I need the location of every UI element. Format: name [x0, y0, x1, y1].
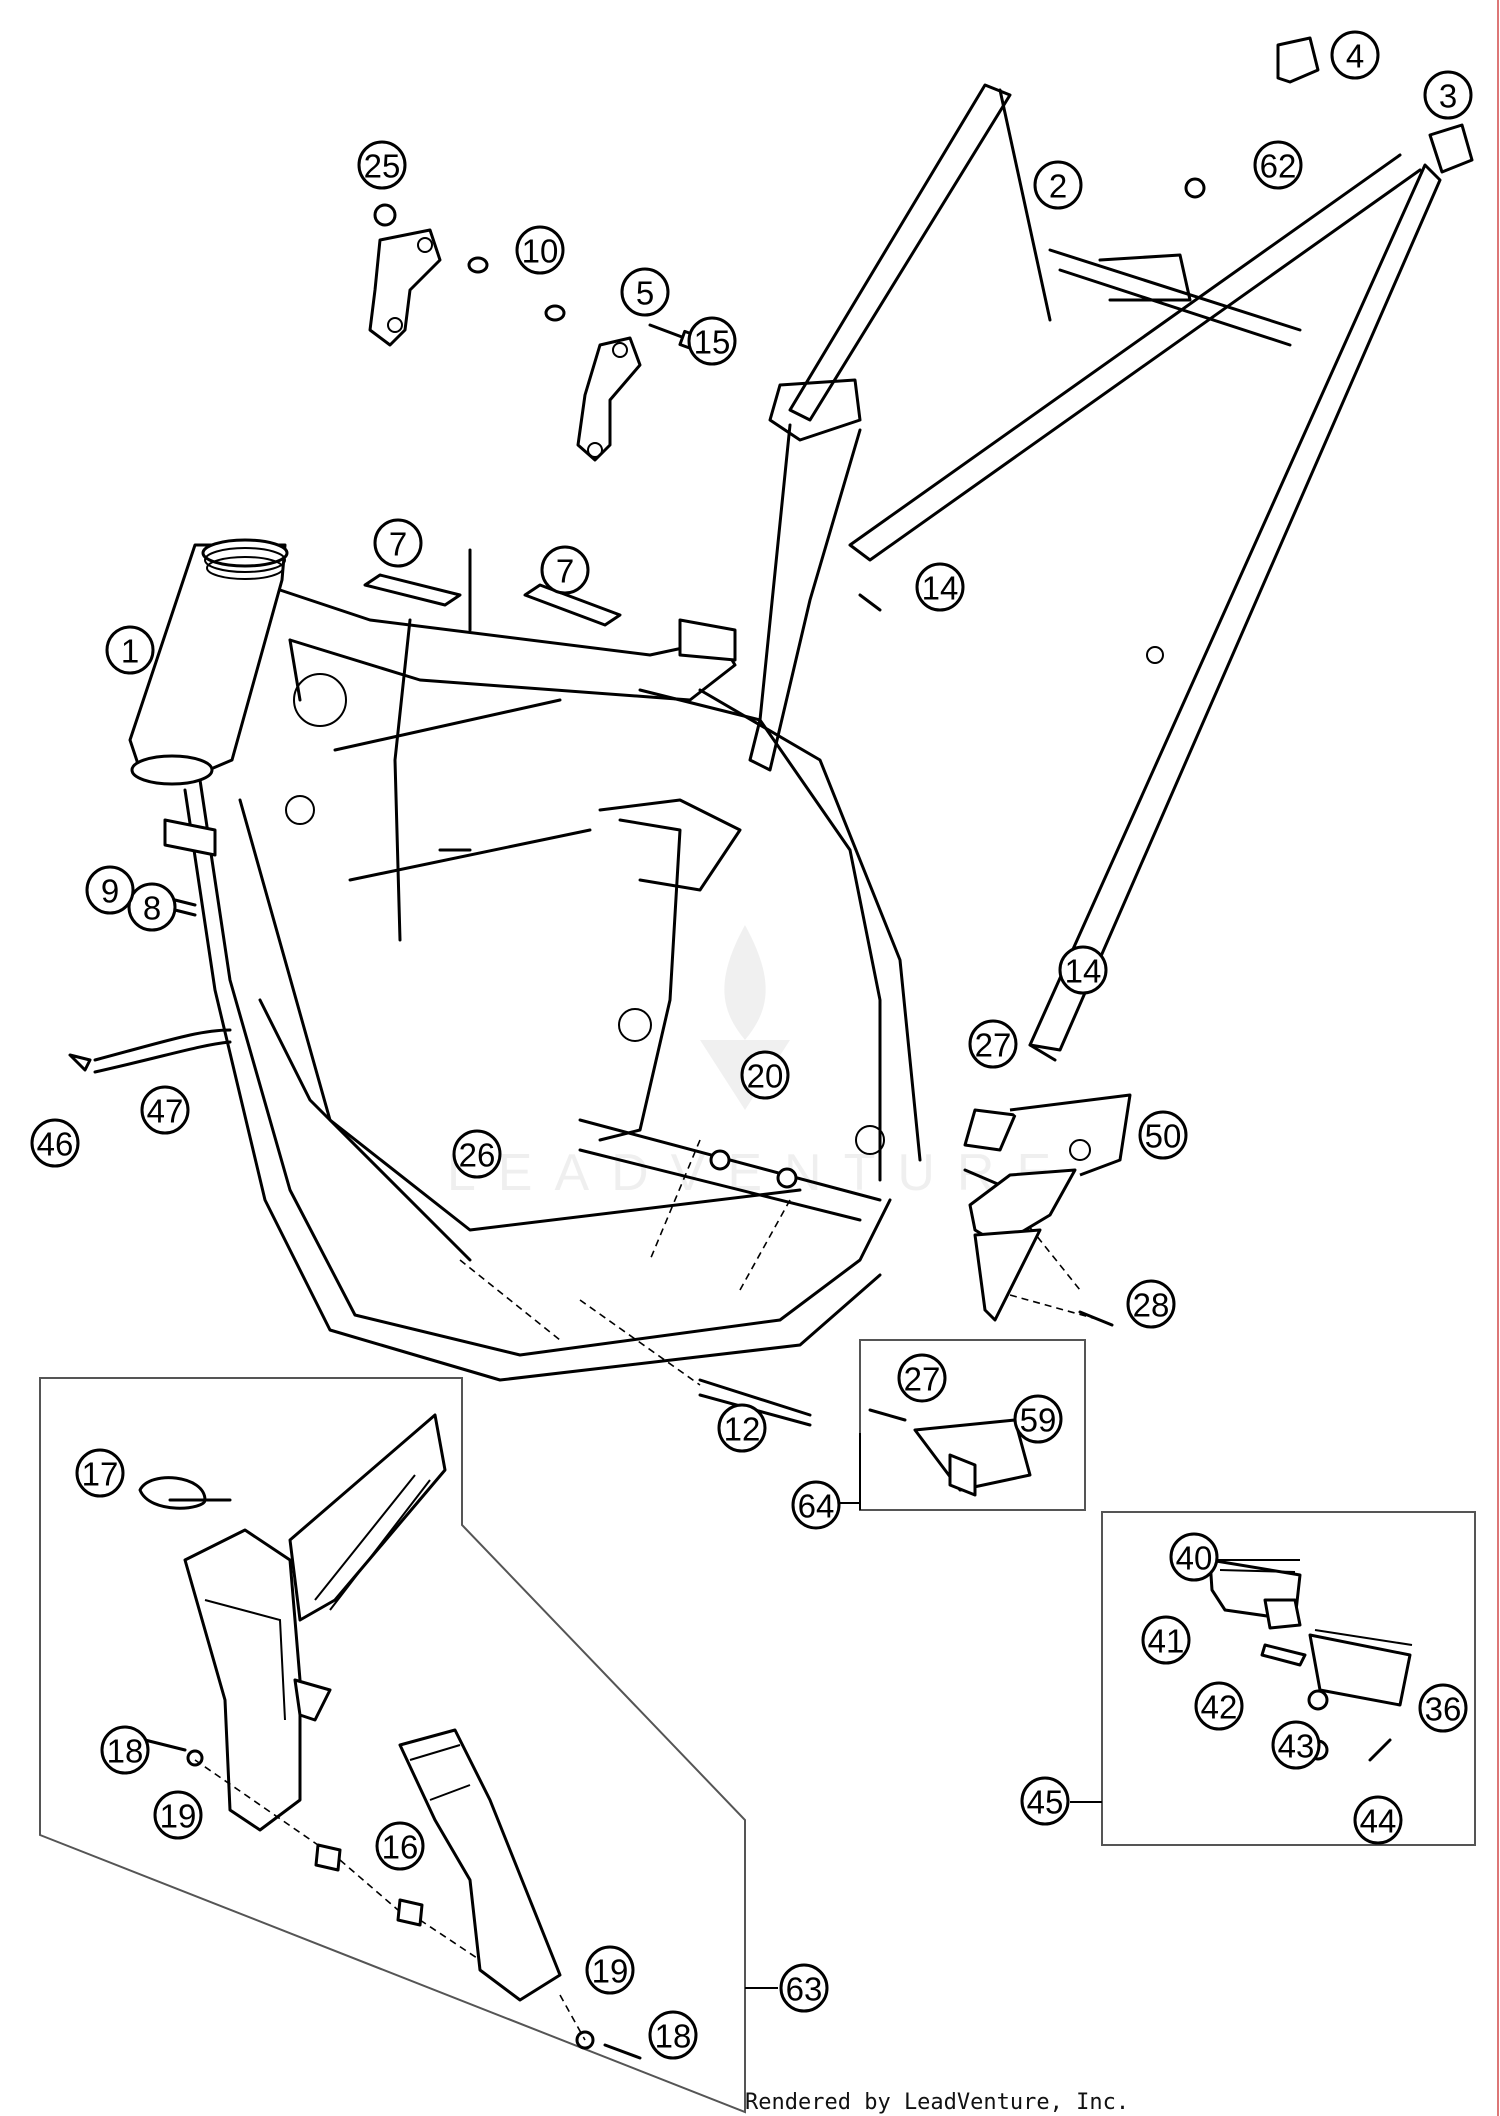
- callout-number: 43: [1278, 1728, 1315, 1765]
- callout-12: 12: [717, 1403, 767, 1453]
- callout-number: 26: [459, 1137, 496, 1174]
- callout-number: 41: [1148, 1623, 1185, 1660]
- callout-number: 25: [364, 148, 401, 185]
- callout-25: 25: [357, 140, 407, 190]
- end-cap-3: [1428, 123, 1474, 174]
- callout-18: 18: [100, 1725, 150, 1775]
- callout-7: 7: [540, 545, 590, 595]
- callout-45: 45: [1020, 1776, 1070, 1826]
- callout-50: 50: [1138, 1110, 1188, 1160]
- callout-number: 20: [747, 1058, 784, 1095]
- callout-47: 47: [140, 1085, 190, 1135]
- callout-number: 7: [389, 526, 407, 563]
- callout-number: 42: [1201, 1689, 1238, 1726]
- callout-number: 45: [1027, 1784, 1064, 1821]
- callout-27: 27: [897, 1353, 947, 1403]
- callout-9: 9: [85, 865, 135, 915]
- callout-number: 12: [724, 1411, 761, 1448]
- callout-26: 26: [452, 1129, 502, 1179]
- callout-14: 14: [1058, 945, 1108, 995]
- callout-44: 44: [1353, 1795, 1403, 1845]
- callout-number: 7: [556, 553, 574, 590]
- page-edge-line: [1497, 0, 1499, 2116]
- callout-number: 9: [101, 873, 119, 910]
- callout-59: 59: [1013, 1394, 1063, 1444]
- callout-number: 63: [786, 1971, 823, 2008]
- callout-46: 46: [30, 1118, 80, 1168]
- callout-number: 28: [1133, 1287, 1170, 1324]
- callout-labels: 1234577891012141415161718181919202526272…: [30, 30, 1473, 2060]
- callout-number: 8: [143, 890, 161, 927]
- callout-number: 46: [37, 1126, 74, 1163]
- box-45: [1101, 1511, 1476, 1846]
- callout-41: 41: [1141, 1615, 1191, 1665]
- callout-17: 17: [75, 1448, 125, 1498]
- callout-42: 42: [1194, 1681, 1244, 1731]
- frame-decals: [363, 573, 622, 627]
- callout-number: 19: [160, 1798, 197, 1835]
- main-frame: [128, 538, 922, 1382]
- callout-number: 17: [82, 1456, 119, 1493]
- watermark-text: LEADVENTURE: [447, 1144, 1073, 1202]
- callout-28: 28: [1126, 1279, 1176, 1329]
- callout-20: 20: [740, 1050, 790, 1100]
- callout-19: 19: [153, 1790, 203, 1840]
- render-credit: Rendered by LeadVenture, Inc.: [745, 2090, 1130, 2115]
- callout-number: 19: [592, 1953, 629, 1990]
- callout-number: 47: [147, 1093, 184, 1130]
- end-cap-4: [1276, 36, 1320, 84]
- callout-64: 64: [791, 1480, 841, 1530]
- callout-number: 14: [1065, 953, 1102, 990]
- callout-36: 36: [1418, 1683, 1468, 1733]
- callout-2: 2: [1033, 160, 1083, 210]
- callout-14: 14: [915, 562, 965, 612]
- watermark-flame-icon: [724, 925, 766, 1040]
- callout-4: 4: [1330, 30, 1380, 80]
- callout-number: 4: [1346, 38, 1364, 75]
- box-63: [39, 1377, 746, 2114]
- callout-number: 2: [1049, 168, 1067, 205]
- callout-number: 64: [798, 1488, 835, 1525]
- callout-number: 27: [975, 1027, 1012, 1064]
- callout-number: 14: [922, 570, 959, 607]
- callout-number: 16: [382, 1829, 419, 1866]
- callout-15: 15: [687, 316, 737, 366]
- callout-8: 8: [127, 882, 177, 932]
- bracket-50: [963, 1093, 1132, 1322]
- callout-18: 18: [648, 2010, 698, 2060]
- callout-5: 5: [620, 267, 670, 317]
- callout-number: 59: [1020, 1402, 1057, 1439]
- callout-number: 18: [107, 1733, 144, 1770]
- callout-number: 36: [1425, 1691, 1462, 1728]
- callout-number: 10: [522, 233, 559, 270]
- callout-number: 44: [1360, 1803, 1397, 1840]
- end-caps: [1184, 36, 1474, 199]
- callout-10: 10: [515, 225, 565, 275]
- callout-43: 43: [1271, 1720, 1321, 1770]
- callout-number: 18: [655, 2018, 692, 2055]
- callout-1: 1: [105, 625, 155, 675]
- callout-number: 3: [1439, 78, 1457, 115]
- callout-number: 27: [904, 1361, 941, 1398]
- callout-62: 62: [1253, 140, 1303, 190]
- callout-number: 50: [1145, 1118, 1182, 1155]
- bolts: [68, 593, 1114, 1427]
- callout-27: 27: [968, 1019, 1018, 1069]
- callout-16: 16: [375, 1821, 425, 1871]
- upper-mount-parts: [368, 203, 698, 462]
- callout-number: 15: [694, 324, 731, 361]
- callout-number: 5: [636, 275, 654, 312]
- callout-number: 62: [1260, 148, 1297, 185]
- subframe: [748, 83, 1442, 1052]
- callout-63: 63: [779, 1963, 829, 2013]
- callout-7: 7: [373, 518, 423, 568]
- callout-number: 1: [121, 633, 139, 670]
- callout-number: 40: [1176, 1540, 1213, 1577]
- callout-40: 40: [1169, 1532, 1219, 1582]
- callout-3: 3: [1423, 70, 1473, 120]
- callout-19: 19: [585, 1945, 635, 1995]
